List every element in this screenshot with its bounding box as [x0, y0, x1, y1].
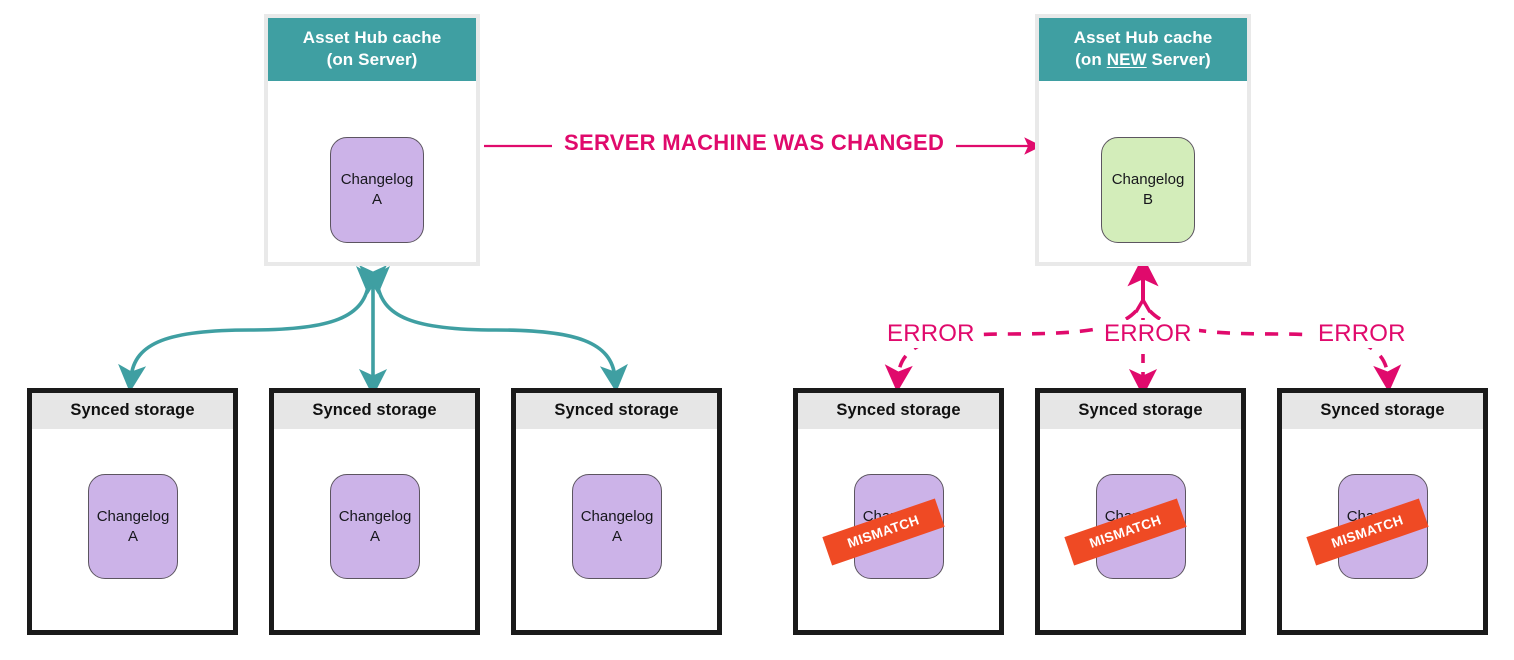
teal-arrow-left: [118, 265, 385, 393]
synced-storage-body: Changelog A MISMATCH: [798, 429, 999, 626]
changelog-chip-name: Changelog: [1111, 171, 1185, 189]
synced-storage-header: Synced storage: [516, 393, 717, 429]
changelog-chip: Changelog A: [88, 474, 178, 579]
asset-hub-old-title-line2-prefix: (on: [326, 49, 359, 69]
synced-storage-header: Synced storage: [274, 393, 475, 429]
synced-storage-left-1: Synced storage Changelog A: [27, 388, 238, 635]
synced-storage-body: Changelog A: [516, 429, 717, 626]
asset-hub-old-header: Asset Hub cache (on Server): [268, 18, 476, 81]
asset-hub-new-title-line1: Asset Hub cache: [1073, 28, 1213, 47]
changelog-chip: Changelog A: [330, 474, 420, 579]
asset-hub-new-body: Changelog B: [1039, 81, 1247, 262]
synced-storage-right-3: Synced storage Changelog A MISMATCH: [1277, 388, 1488, 635]
asset-hub-new-title-line2-suffix: Server): [1146, 49, 1211, 69]
changelog-chip-hub-new: Changelog B: [1101, 136, 1195, 243]
asset-hub-old-title-line1: Asset Hub cache: [302, 28, 442, 47]
error-label-left: ERROR: [880, 320, 982, 348]
changelog-chip-name: Changelog: [580, 508, 654, 526]
changelog-chip-version: A: [371, 190, 382, 208]
asset-hub-cache-old: Asset Hub cache (on Server) Changelog A: [264, 14, 480, 266]
teal-arrow-right: [361, 265, 628, 393]
synced-storage-left-3: Synced storage Changelog A: [511, 388, 722, 635]
asset-hub-old-body: Changelog A: [268, 81, 476, 262]
error-label-right: ERROR: [1311, 320, 1413, 348]
asset-hub-old-title-line2-suffix: Server): [358, 49, 418, 69]
synced-storage-right-1: Synced storage Changelog A MISMATCH: [793, 388, 1004, 635]
synced-storage-body: Changelog A: [274, 429, 475, 626]
synced-storage-header: Synced storage: [1282, 393, 1483, 429]
changelog-chip-version: A: [611, 527, 622, 545]
synced-storage-header: Synced storage: [32, 393, 233, 429]
changelog-chip-name: Changelog: [338, 508, 412, 526]
synced-storage-right-2: Synced storage Changelog A MISMATCH: [1035, 388, 1246, 635]
changelog-chip-name: Changelog: [340, 171, 414, 189]
changelog-chip: Changelog A: [572, 474, 662, 579]
changelog-chip-version: A: [127, 527, 138, 545]
changelog-chip-hub-old: Changelog A: [330, 136, 424, 243]
asset-hub-new-header: Asset Hub cache (on NEW Server): [1039, 18, 1247, 81]
synced-storage-left-2: Synced storage Changelog A: [269, 388, 480, 635]
server-changed-label: SERVER MACHINE WAS CHANGED: [552, 130, 957, 156]
synced-storage-header: Synced storage: [1040, 393, 1241, 429]
error-label-center: ERROR: [1097, 320, 1199, 348]
synced-storage-body: Changelog A MISMATCH: [1282, 429, 1483, 626]
asset-hub-new-title-line2-prefix: (on: [1075, 49, 1107, 69]
error-arrow-into-hub: [1127, 255, 1159, 313]
asset-hub-cache-new: Asset Hub cache (on NEW Server) Changelo…: [1035, 14, 1251, 266]
synced-storage-header: Synced storage: [798, 393, 999, 429]
changelog-chip-version: A: [369, 527, 380, 545]
changelog-chip-name: Changelog: [96, 508, 170, 526]
changelog-chip-version: B: [1142, 190, 1153, 208]
synced-storage-body: Changelog A MISMATCH: [1040, 429, 1241, 626]
synced-storage-body: Changelog A: [32, 429, 233, 626]
asset-hub-new-title-emphasis: NEW: [1106, 49, 1147, 69]
